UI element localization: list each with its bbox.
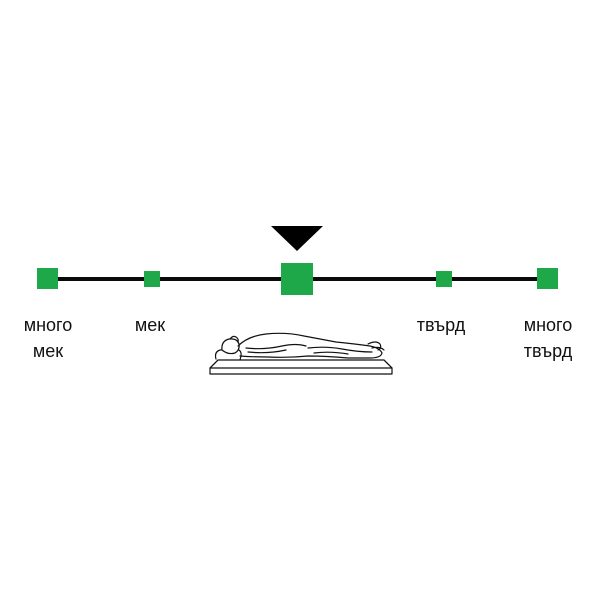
scale-marker-soft xyxy=(144,271,160,287)
scale-label-line: много xyxy=(523,315,573,335)
scale-marker-very-firm xyxy=(537,268,558,289)
scale-label-line: твърд xyxy=(416,315,466,335)
scale-marker-firm xyxy=(436,271,452,287)
person-on-mattress-icon xyxy=(209,332,393,375)
scale-label-line: твърд xyxy=(523,341,573,361)
scale-marker-very-soft xyxy=(37,268,58,289)
scale-label-firm: твърд xyxy=(404,312,478,338)
scale-label-line: мек xyxy=(32,341,64,361)
scale-label-line: много xyxy=(23,315,73,335)
scale-label-soft: мек xyxy=(120,312,180,338)
scale-label-very-firm: много твърд xyxy=(510,312,586,364)
scale-marker-selected xyxy=(281,263,313,295)
scale-label-very-soft: много мек xyxy=(10,312,86,364)
down-triangle-icon xyxy=(271,226,323,251)
scale-label-line: мек xyxy=(134,315,166,335)
